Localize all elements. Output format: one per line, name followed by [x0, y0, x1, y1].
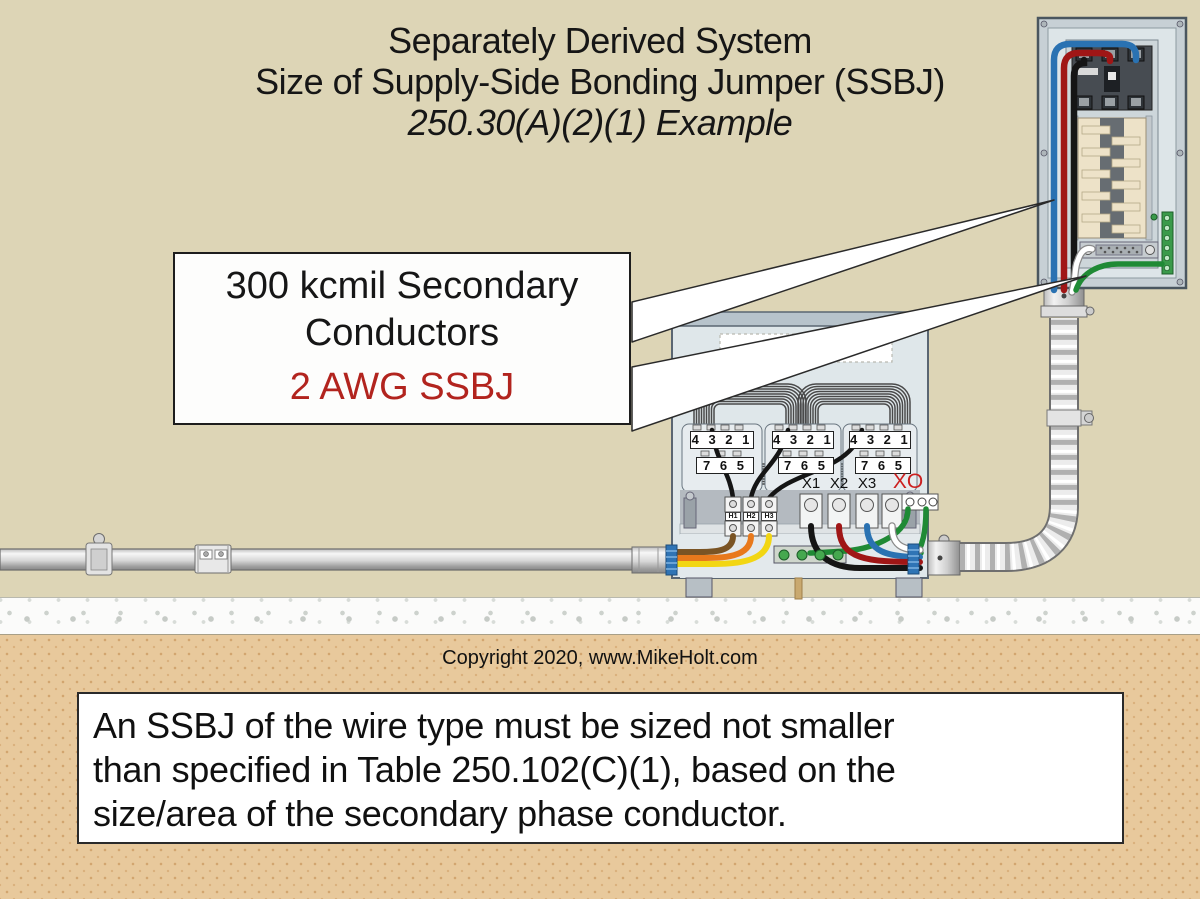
- coil-block-3-top-terminals: 4 3 2 1: [849, 431, 911, 449]
- leader-to-panel-bottom: [631, 275, 1087, 432]
- flex-strap: [1046, 409, 1094, 427]
- right-bushing: [907, 543, 920, 575]
- coil-block-2-bottom-terminals: 7 6 5: [778, 457, 834, 474]
- terminal-label-h3: H3: [761, 512, 777, 521]
- flex-conduit: [927, 287, 1095, 576]
- terminal-label-x3: X3: [857, 475, 877, 492]
- bracket-left: [683, 497, 697, 529]
- ground-stake: [794, 577, 803, 600]
- emt-connector: [631, 546, 667, 574]
- panel-wire-red: [1060, 49, 1114, 294]
- coil-block-2-top-terminals: 4 3 2 1: [772, 431, 834, 449]
- conduit-strap: [85, 533, 113, 576]
- transformer-foot-right: [895, 577, 923, 598]
- callout-line-1: 300 kcmil Secondary: [225, 265, 579, 307]
- coil-block-3-bottom-terminals: 7 6 5: [855, 457, 911, 474]
- terminal-label-xo: XO: [892, 470, 924, 493]
- primary-wire-brown: [675, 533, 736, 555]
- panel-ground-bar: [1150, 211, 1174, 275]
- flex-connector-top: [1040, 287, 1095, 318]
- panel-wire-black: [1070, 56, 1088, 294]
- primary-wires: [675, 533, 772, 568]
- concrete-slab: [0, 597, 1200, 635]
- primary-wire-orange: [675, 533, 754, 561]
- secondary-wire-black: [808, 523, 923, 571]
- title-line-2: Size of Supply-Side Bonding Jumper (SSBJ…: [255, 61, 945, 102]
- conduit-coupling: [194, 544, 232, 574]
- copyright-notice: Copyright 2020, www.MikeHolt.com: [442, 647, 758, 669]
- rule-line-2: than specified in Table 250.102(C)(1), b…: [93, 749, 896, 790]
- page-title: Separately Derived System Size of Supply…: [0, 20, 1200, 143]
- code-rule-text: An SSBJ of the wire type must be sized n…: [77, 692, 1124, 844]
- leader-to-panel-wires: [631, 199, 1055, 343]
- emt-conduit: [0, 533, 671, 576]
- left-bushing: [665, 544, 678, 576]
- terminal-label-h1: H1: [725, 512, 741, 521]
- primary-wire-yellow: [675, 533, 772, 568]
- title-line-3: 250.30(A)(2)(1) Example: [407, 102, 793, 143]
- primary-terminal-stacks: [724, 496, 778, 537]
- callout-box: 300 kcmil Secondary Conductors 2 AWG SSB…: [173, 252, 631, 425]
- panel-wire-green: [1073, 261, 1165, 293]
- flex-connector-bottom: [927, 534, 961, 576]
- callout-ssbj-size: 2 AWG SSBJ: [289, 366, 515, 408]
- rule-line-3: size/area of the secondary phase conduct…: [93, 793, 787, 834]
- rule-line-1: An SSBJ of the wire type must be sized n…: [93, 705, 895, 746]
- secondary-wire-red: [836, 523, 923, 565]
- panelboard: [1036, 16, 1188, 296]
- title-line-1: Separately Derived System: [388, 20, 812, 61]
- secondary-lugs: [799, 493, 939, 529]
- coil-block-1-top-terminals: 4 3 2 1: [690, 431, 754, 449]
- terminal-label-x2: X2: [829, 475, 849, 492]
- coil-block-1-bottom-terminals: 7 6 5: [696, 457, 754, 474]
- callout-line-2: Conductors: [304, 312, 500, 354]
- transformer-foot-left: [685, 577, 713, 598]
- leader-lines: [631, 199, 1087, 432]
- neutral-bar: [1079, 241, 1159, 259]
- panel-wire-blue: [1050, 40, 1140, 294]
- bus-bars: [1071, 115, 1153, 241]
- terminal-label-x1: X1: [801, 475, 821, 492]
- terminal-label-h2: H2: [743, 512, 759, 521]
